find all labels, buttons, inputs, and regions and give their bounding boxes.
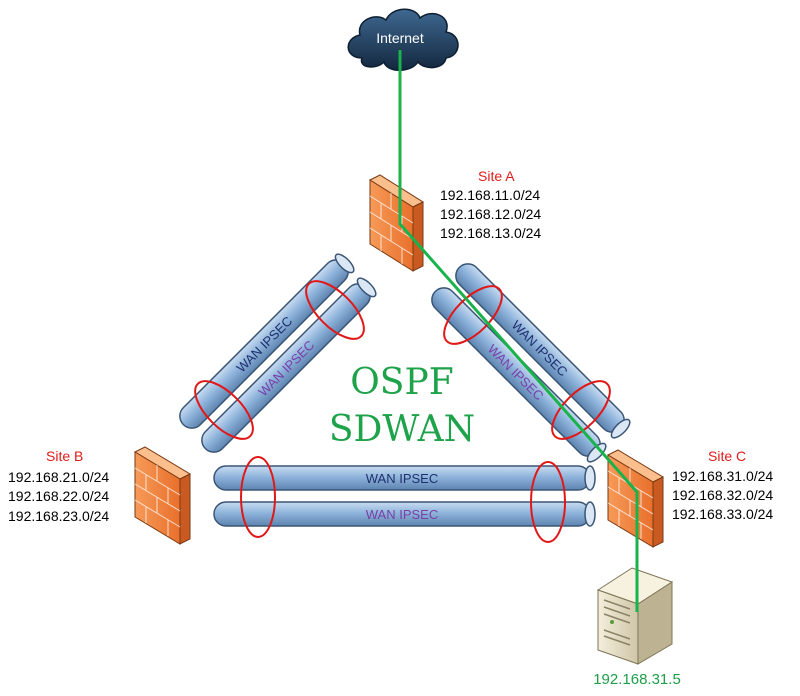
tunnel-b-c-primary: WAN IPSEC: [213, 465, 596, 491]
site-c-label: Site C 192.168.31.0/24 192.168.32.0/24 1…: [672, 448, 773, 522]
tunnel-label: WAN IPSEC: [366, 507, 438, 522]
site-c-firewall: [606, 449, 665, 548]
ring-a-c-upper: [443, 285, 503, 345]
internet-path-line: [398, 50, 639, 612]
server-icon: [596, 567, 674, 665]
ring-b-c-right: [530, 461, 566, 543]
server: [596, 567, 674, 665]
site-b-name: Site B: [46, 448, 83, 464]
site-b-firewall: [133, 446, 192, 545]
site-b-label: Site B 192.168.21.0/24 192.168.22.0/24 1…: [8, 448, 109, 524]
site-a-name: Site A: [478, 168, 515, 184]
site-c-subnet-2: 192.168.32.0/24: [672, 487, 773, 503]
tunnel-rings: [194, 280, 611, 543]
cloud-icon: [347, 8, 459, 71]
site-b-subnet-3: 192.168.23.0/24: [8, 508, 109, 524]
server-ip-label: 192.168.31.5: [593, 671, 681, 688]
ring-b-c-left: [240, 456, 276, 538]
ring-a-c-lower: [551, 380, 611, 440]
site-a-subnet-2: 192.168.12.0/24: [440, 206, 541, 222]
internet-label: Internet: [376, 30, 424, 46]
site-a-subnet-1: 192.168.11.0/24: [440, 187, 540, 203]
overlay-title-line1: OSPF: [350, 362, 453, 403]
site-c-subnet-1: 192.168.31.0/24: [672, 468, 773, 484]
firewall-icon: [368, 174, 425, 272]
firewall-icon: [606, 449, 665, 548]
site-c-subnet-3: 192.168.33.0/24: [672, 506, 773, 522]
overlay-title-line2: SDWAN: [329, 409, 475, 450]
site-a-label: Site A 192.168.11.0/24 192.168.12.0/24 1…: [440, 168, 541, 241]
ring-a-b-lower: [194, 380, 254, 440]
internet-cloud: Internet: [347, 8, 459, 71]
site-a-subnet-3: 192.168.13.0/24: [440, 225, 541, 241]
firewall-icon: [133, 446, 192, 545]
site-b-subnet-1: 192.168.21.0/24: [8, 469, 109, 485]
tunnel-label: WAN IPSEC: [366, 471, 438, 486]
ring-a-b-upper: [305, 280, 365, 340]
site-c-name: Site C: [708, 448, 746, 464]
site-a-firewall: [368, 174, 425, 272]
site-b-subnet-2: 192.168.22.0/24: [8, 488, 109, 504]
tunnel-b-c-secondary: WAN IPSEC: [213, 501, 596, 527]
